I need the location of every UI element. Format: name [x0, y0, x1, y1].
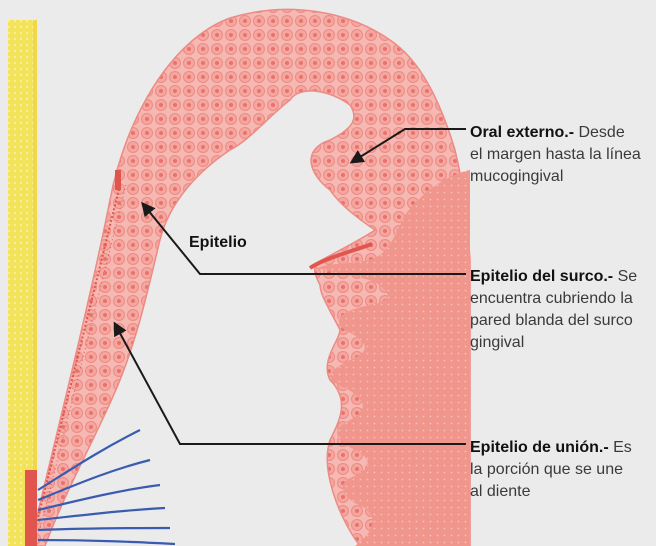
surco-title: Epitelio del surco.-	[470, 268, 613, 285]
union-text-1: Es	[609, 439, 632, 456]
tooth-edge	[33, 20, 37, 546]
union-text-3: al diente	[470, 481, 632, 503]
surco-text-4: gingival	[470, 332, 637, 354]
oral-externo-text-3: mucogingival	[470, 166, 641, 188]
oral-externo-text-1: Desde	[574, 124, 625, 141]
union-text-2: la porción que se une	[470, 459, 632, 481]
tooth-surface	[8, 20, 36, 546]
union-title: Epitelio de unión.-	[470, 439, 609, 456]
epitelio-label: Epitelio	[189, 232, 247, 254]
oral-externo-text-2: el margen hasta la línea	[470, 144, 641, 166]
surco-text-1: Se	[613, 268, 637, 285]
union-label: Epitelio de unión.- Es la porción que se…	[470, 437, 632, 503]
oral-externo-title: Oral externo.-	[470, 124, 574, 141]
oral-externo-label: Oral externo.- Desde el margen hasta la …	[470, 122, 641, 188]
surco-label: Epitelio del surco.- Se encuentra cubrie…	[470, 266, 637, 354]
surco-text-3: pared blanda del surco	[470, 310, 637, 332]
surco-text-2: encuentra cubriendo la	[470, 288, 637, 310]
